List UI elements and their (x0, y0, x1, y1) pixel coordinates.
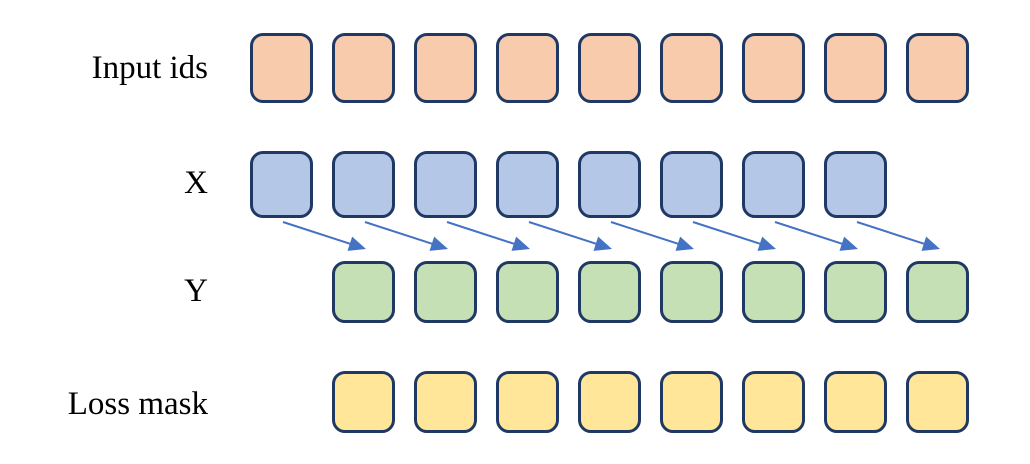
shift-arrow (282, 221, 366, 251)
row-label-loss-mask: Loss mask (67, 386, 208, 422)
shift-arrow (528, 221, 612, 251)
token-box-y (332, 261, 395, 323)
token-box-x (824, 151, 887, 218)
shift-arrow (364, 221, 448, 251)
token-box-input-ids (578, 33, 641, 103)
token-box-loss-mask (578, 371, 641, 433)
token-box-x (332, 151, 395, 218)
token-box-input-ids (250, 33, 313, 103)
token-box-loss-mask (414, 371, 477, 433)
token-box-input-ids (824, 33, 887, 103)
row-label-input-ids: Input ids (91, 50, 208, 86)
token-box-x (578, 151, 641, 218)
row-label-y: Y (184, 273, 208, 309)
token-box-loss-mask (332, 371, 395, 433)
token-box-y (906, 261, 969, 323)
token-box-loss-mask (906, 371, 969, 433)
shift-arrow (610, 221, 694, 251)
shift-arrow (774, 221, 858, 251)
token-box-y (742, 261, 805, 323)
token-box-loss-mask (824, 371, 887, 433)
token-box-x (742, 151, 805, 218)
shift-arrow (856, 221, 940, 251)
token-box-y (578, 261, 641, 323)
token-box-input-ids (906, 33, 969, 103)
shift-arrow (446, 221, 530, 251)
token-box-x (414, 151, 477, 218)
row-label-x: X (184, 165, 208, 201)
token-box-input-ids (496, 33, 559, 103)
token-box-y (414, 261, 477, 323)
token-box-x (496, 151, 559, 218)
token-box-y (660, 261, 723, 323)
token-box-input-ids (742, 33, 805, 103)
token-box-x (660, 151, 723, 218)
token-box-input-ids (414, 33, 477, 103)
token-box-x (250, 151, 313, 218)
token-box-loss-mask (742, 371, 805, 433)
token-box-y (496, 261, 559, 323)
shift-arrow (692, 221, 776, 251)
token-box-loss-mask (660, 371, 723, 433)
token-box-y (824, 261, 887, 323)
token-box-loss-mask (496, 371, 559, 433)
token-box-input-ids (332, 33, 395, 103)
token-box-input-ids (660, 33, 723, 103)
